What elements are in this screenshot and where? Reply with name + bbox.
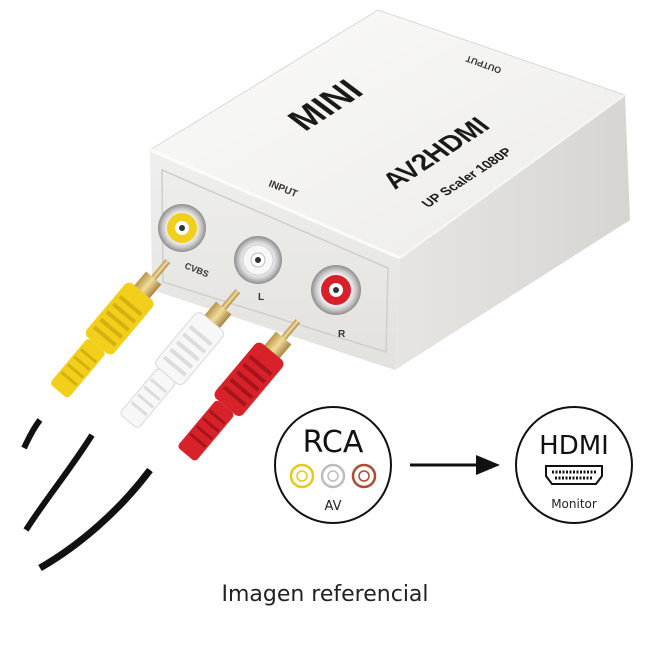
white-dot-icon — [320, 463, 346, 489]
rca-cables — [21, 259, 301, 572]
yellow-rca-plug — [51, 259, 171, 398]
left-audio-jack — [234, 236, 282, 284]
white-rca-plug — [120, 289, 241, 428]
cvbs-jack — [158, 204, 206, 252]
red-dot-icon — [351, 463, 377, 489]
left-label: L — [258, 292, 264, 303]
device-right-face — [395, 95, 630, 370]
red-rca-plug — [178, 319, 301, 461]
yellow-cable-wire — [21, 418, 43, 450]
hdmi-target-badge: HDMI Monitor — [515, 406, 633, 524]
hdmi-title: HDMI — [539, 431, 609, 461]
yellow-dot-icon — [289, 463, 315, 489]
hdmi-port-icon — [545, 465, 603, 485]
converter-device: MINI AV2HDMI UP Scaler 1080P OUTPUT INPU… — [148, 9, 630, 370]
right-audio-jack — [311, 265, 361, 315]
image-caption: Imagen referencial — [221, 582, 429, 607]
av-label: AV — [325, 499, 342, 514]
rca-source-badge: RCA AV — [274, 406, 392, 524]
red-cable-wire — [38, 467, 153, 572]
white-cable-wire — [23, 433, 95, 532]
arrow-icon — [410, 455, 500, 475]
input-panel — [161, 168, 389, 354]
right-label: R — [338, 329, 346, 340]
conversion-diagram: RCA AV HDMI Monitor — [274, 406, 633, 524]
monitor-label: Monitor — [551, 497, 597, 511]
rca-title: RCA — [303, 425, 364, 460]
